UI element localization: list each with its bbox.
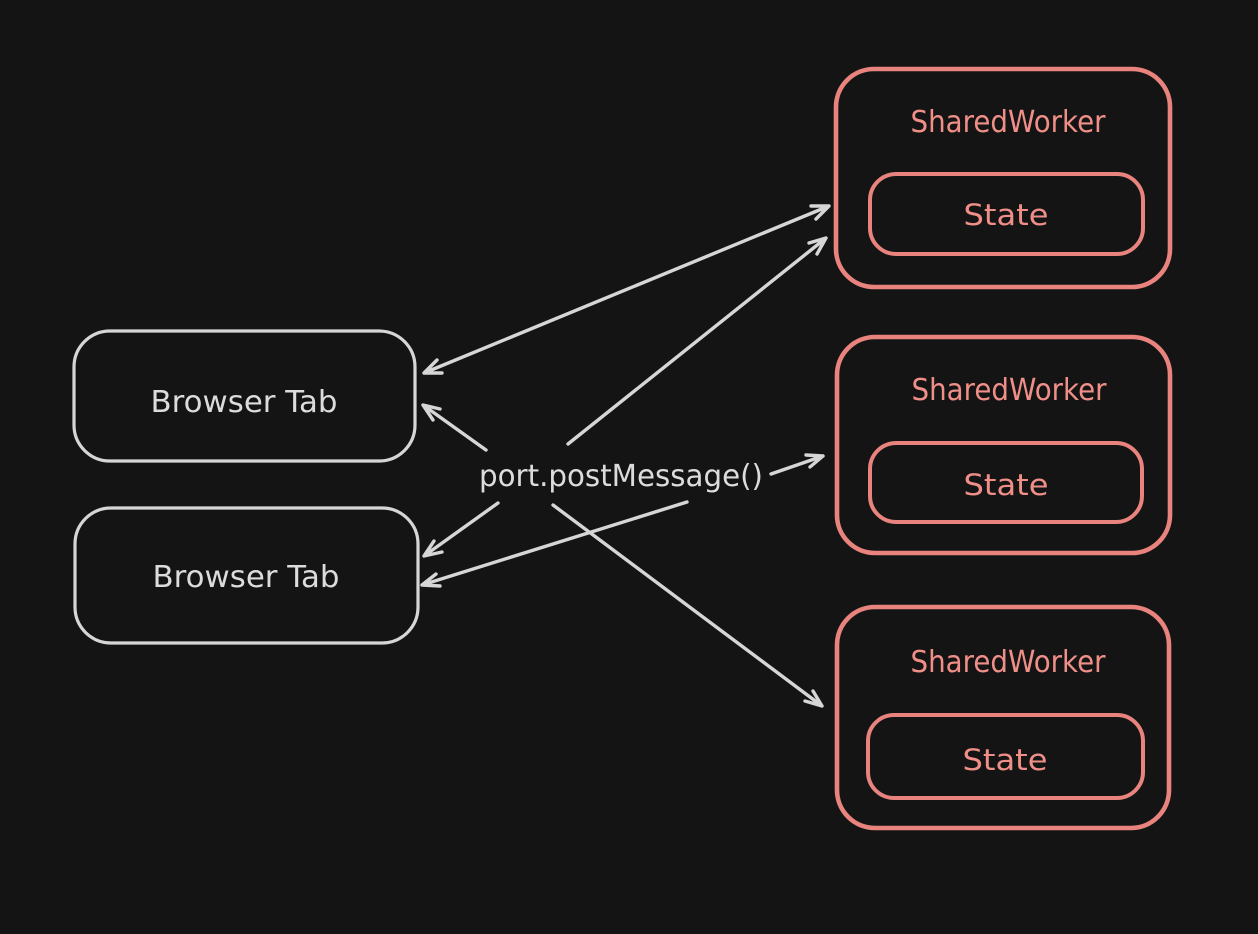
- arrow-label-worker2: [769, 453, 825, 476]
- shared-worker-3-box: [834, 604, 1172, 831]
- arrow-worker2-tab2: [420, 500, 689, 588]
- shared-worker-2-state-box: [868, 441, 1144, 524]
- port-postmessage-label: port.postMessage(): [479, 459, 763, 494]
- arrow-label-tab2: [422, 501, 500, 558]
- browser-tab-2: Browser Tab: [73, 506, 420, 645]
- arrow-label-worker3: [551, 503, 824, 708]
- shared-worker-1-state-label: State: [964, 198, 1049, 232]
- browser-tab-1: Browser Tab: [72, 329, 417, 463]
- browser-tab-1-label: Browser Tab: [151, 385, 338, 420]
- browser-tab-2-box: [73, 506, 420, 645]
- shared-worker-2-label: SharedWorker: [912, 373, 1108, 408]
- arrow-tab1-worker1: [422, 204, 831, 375]
- shared-worker-2-box: [834, 334, 1173, 556]
- arrow-label-worker1: [566, 236, 828, 446]
- shared-worker-2: SharedWorker State: [834, 334, 1173, 556]
- shared-worker-3-label: SharedWorker: [911, 645, 1107, 680]
- shared-worker-2-state-label: State: [964, 468, 1049, 502]
- shared-worker-1-label: SharedWorker: [911, 105, 1107, 140]
- shared-worker-3-state-label: State: [963, 743, 1048, 777]
- shared-worker-3-state-box: [866, 713, 1145, 800]
- shared-worker-1: SharedWorker State: [833, 66, 1173, 290]
- shared-worker-3: SharedWorker State: [834, 604, 1172, 831]
- browser-tab-2-label: Browser Tab: [153, 560, 340, 595]
- arrow-label-tab1: [421, 403, 488, 452]
- shared-worker-1-box: [833, 66, 1173, 290]
- browser-tab-1-box: [72, 329, 417, 463]
- shared-worker-1-state-box: [868, 172, 1145, 256]
